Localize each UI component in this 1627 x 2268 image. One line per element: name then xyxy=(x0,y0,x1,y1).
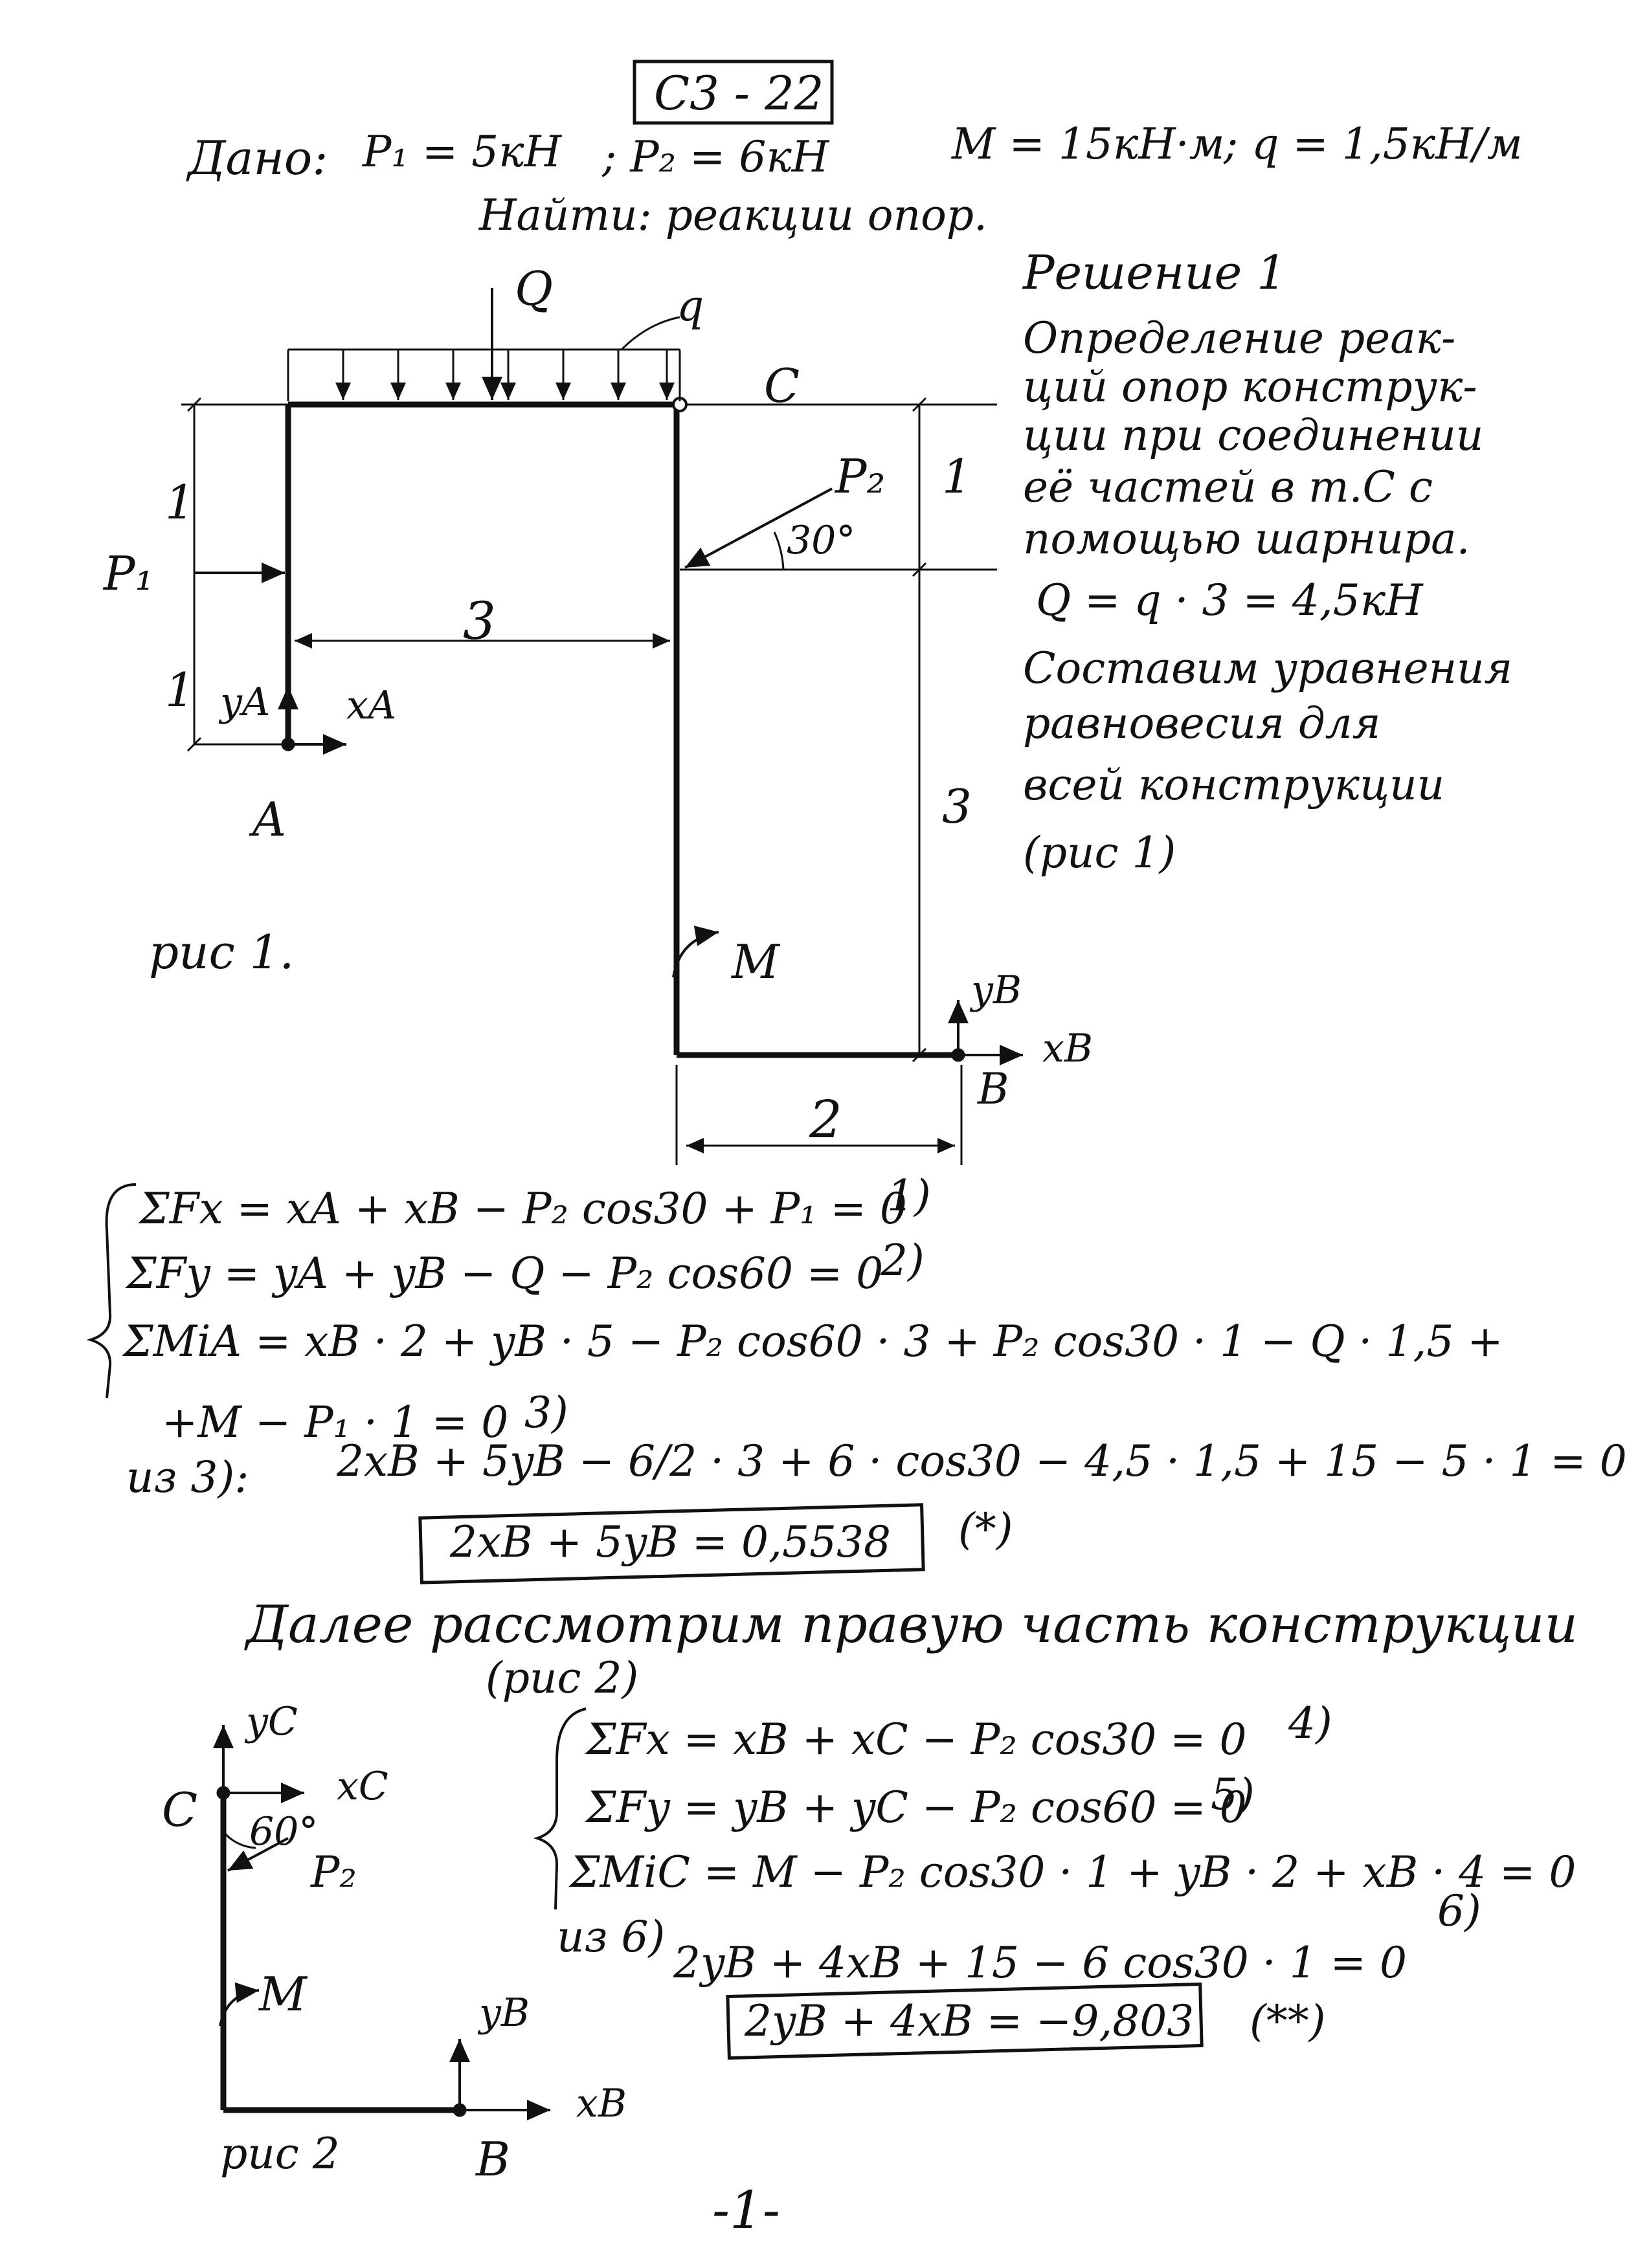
brace-2 xyxy=(533,1707,587,1910)
q-calculation: Q = q · 3 = 4,5кН xyxy=(1036,575,1423,625)
fig1-label-M: M xyxy=(732,935,780,989)
equation-4-number: 4) xyxy=(1288,1698,1332,1748)
solution-line-9: (рис 1) xyxy=(1023,828,1176,878)
page-number: -1- xyxy=(712,2180,780,2240)
fig1-dim-1-left-bottom: 1 xyxy=(165,663,195,717)
fig1-label-P1: P₁ xyxy=(104,546,154,601)
equation-2: ΣFy = yA + yB − Q − P₂ cos60 = 0 xyxy=(126,1249,884,1298)
result-2-mark: (**) xyxy=(1250,1996,1326,2046)
equation-6: ΣMiC = M − P₂ cos30 · 1 + yB · 2 + xB · … xyxy=(570,1847,1577,1897)
from-6-label: из 6) xyxy=(557,1912,666,1962)
result-2: 2yB + 4xB = −9,803 xyxy=(745,1996,1195,2046)
part2-heading-ref: (рис 2) xyxy=(486,1653,639,1703)
fig1-dim-1-left-top: 1 xyxy=(165,475,195,529)
equation-5: ΣFy = yB + yC − P₂ cos60 = 0 xyxy=(586,1783,1247,1832)
fig1-caption: рис 1. xyxy=(149,925,295,979)
fig1-label-yA: yA xyxy=(220,680,271,725)
fig1-label-xA: xA xyxy=(346,683,397,728)
fig1-label-xB: xB xyxy=(1042,1026,1093,1071)
fig2-label-P2: P₂ xyxy=(311,1847,357,1897)
part2-heading: Далее рассмотрим правую часть конструкци… xyxy=(246,1594,1578,1654)
solution-line-2: ций опор конструк- xyxy=(1023,362,1477,412)
fig2-label-yC: yC xyxy=(246,1699,298,1744)
solution-line-7: равновесия для xyxy=(1023,698,1381,748)
equation-6-number: 6) xyxy=(1437,1886,1481,1936)
fig1-dim-1-right: 1 xyxy=(942,449,972,504)
solution-line-4: её частей в т.С с xyxy=(1023,462,1433,512)
given-p2: ; P₂ = 6кН xyxy=(602,132,829,182)
equation-3-line-a: ΣMiA = xB · 2 + yB · 5 − P₂ cos60 · 3 + … xyxy=(123,1317,1503,1366)
equation-5-number: 5) xyxy=(1211,1770,1255,1819)
given-p1: P₁ = 5кН xyxy=(363,127,562,177)
solution-line-8: всей конструкции xyxy=(1023,760,1445,810)
fig2-label-angle: 60° xyxy=(249,1809,319,1854)
fig1-label-P2: P₂ xyxy=(835,449,886,504)
fig2-label-B: B xyxy=(476,2132,510,2186)
fig1-label-angle: 30° xyxy=(787,518,856,563)
equation-4: ΣFx = xB + xC − P₂ cos30 = 0 xyxy=(586,1715,1247,1764)
solution-line-6: Составим уравнения xyxy=(1023,643,1513,693)
given-q: ; q = 1,5кН/м xyxy=(1224,119,1523,169)
result-box-2 xyxy=(726,1982,1204,2060)
equation-3-number: 3) xyxy=(524,1388,568,1438)
fig2-label-xB: xB xyxy=(576,2081,627,2126)
solution-title: Решение 1 xyxy=(1023,245,1286,300)
result-1: 2xB + 5yB = 0,5538 xyxy=(450,1517,891,1567)
fig2-label-M: M xyxy=(259,1967,307,2021)
figure1-structure xyxy=(181,288,1023,1165)
fig1-label-B: B xyxy=(978,1064,1009,1114)
fig1-label-C: C xyxy=(764,359,800,413)
solution-line-5: помощью шарнира. xyxy=(1023,514,1470,564)
given-m: M = 15кН·м xyxy=(952,119,1225,169)
result-box-1 xyxy=(418,1503,925,1584)
equation-1: ΣFx = xA + xB − P₂ cos30 + P₁ = 0 xyxy=(139,1184,907,1234)
fig1-dim-3-right: 3 xyxy=(942,779,972,834)
fig2-label-xC: xC xyxy=(337,1764,388,1809)
equation-2-number: 2) xyxy=(881,1236,925,1285)
result-1-mark: (*) xyxy=(958,1504,1013,1554)
solution-line-3: ции при соединении xyxy=(1023,410,1484,460)
fig1-dim-3-horizontal: 3 xyxy=(463,591,496,651)
fig1-label-A: A xyxy=(252,792,286,847)
fig1-label-Q: Q xyxy=(515,261,554,316)
figure2-structure xyxy=(213,1725,550,2120)
find-statement: Найти: реакции опор. xyxy=(479,190,988,240)
solution-line-1: Определение реак- xyxy=(1023,313,1456,363)
equation-3-line-b: +M − P₁ · 1 = 0 xyxy=(162,1397,509,1447)
from-6-expression: 2yB + 4xB + 15 − 6 cos30 · 1 = 0 xyxy=(673,1938,1407,1988)
fig1-dim-2: 2 xyxy=(809,1089,842,1150)
fig2-caption: рис 2 xyxy=(220,2129,340,2179)
from-3-expression: 2xB + 5yB − 6/2 · 3 + 6 · cos30 − 4,5 · … xyxy=(337,1436,1627,1486)
from-3-label: из 3): xyxy=(126,1452,249,1502)
variant-label: C3 - 22 xyxy=(654,66,824,120)
fig2-label-yB: yB xyxy=(479,1990,530,2036)
fig1-label-yB: yB xyxy=(971,968,1022,1013)
equation-1-number: 1) xyxy=(887,1171,931,1221)
fig1-label-q: q xyxy=(677,281,704,331)
fig2-label-C: C xyxy=(162,1783,198,1837)
brace-1 xyxy=(86,1183,137,1399)
given-label: Дано: xyxy=(188,131,328,185)
variant-box xyxy=(633,60,834,125)
